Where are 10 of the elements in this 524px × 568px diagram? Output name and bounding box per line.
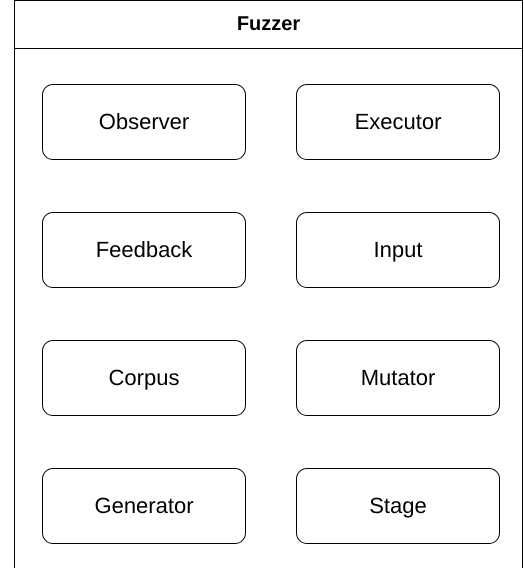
component-box: Stage xyxy=(296,468,500,544)
component-box: Executor xyxy=(296,84,500,160)
component-box: Generator xyxy=(42,468,246,544)
component-box: Feedback xyxy=(42,212,246,288)
container-box xyxy=(14,0,523,568)
component-box: Input xyxy=(296,212,500,288)
container-title: Fuzzer xyxy=(236,13,300,36)
component-box: Corpus xyxy=(42,340,246,416)
component-box: Mutator xyxy=(296,340,500,416)
component-box: Observer xyxy=(42,84,246,160)
